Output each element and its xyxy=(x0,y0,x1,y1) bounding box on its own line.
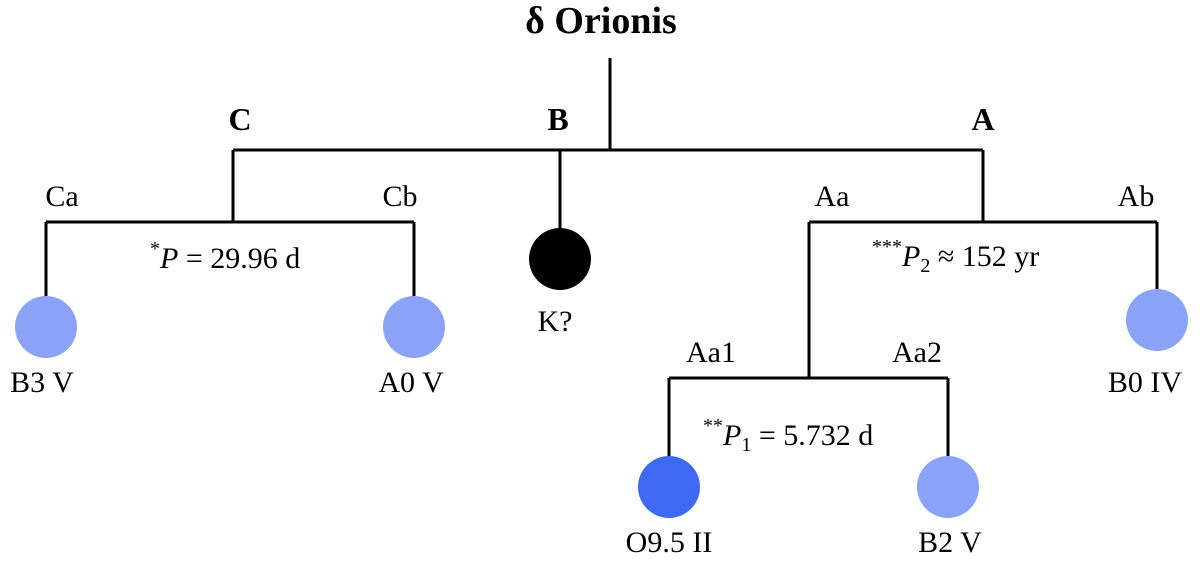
star-aa1-circle xyxy=(638,456,700,518)
component-label-cb: Cb xyxy=(382,180,417,213)
group-label-a: A xyxy=(971,101,994,137)
star-ca-circle xyxy=(15,296,77,358)
group-label-c: C xyxy=(228,101,251,137)
period-label-a: ***P2 ≈ 152 yr xyxy=(872,236,1039,277)
star-aa2-circle xyxy=(917,456,979,518)
spectral-label-ab: B0 IV xyxy=(1108,366,1183,399)
component-label-aa2: Aa2 xyxy=(892,336,942,369)
period-label-c: *P = 29.96 d xyxy=(150,238,300,275)
period-label-aa: **P1 = 5.732 d xyxy=(703,415,873,456)
spectral-label-cb: A0 V xyxy=(378,366,444,399)
component-label-ca: Ca xyxy=(45,180,78,213)
spectral-label-ca: B3 V xyxy=(10,366,74,399)
group-label-b: B xyxy=(547,101,568,137)
component-label-aa: Aa xyxy=(815,180,850,213)
star-b-circle xyxy=(529,228,591,290)
component-label-ab: Ab xyxy=(1118,180,1155,213)
spectral-label-aa1: O9.5 II xyxy=(626,526,713,559)
spectral-label-b: K? xyxy=(538,305,573,338)
star-cb-circle xyxy=(383,296,445,358)
component-label-aa1: Aa1 xyxy=(686,336,736,369)
spectral-label-aa2: B2 V xyxy=(918,526,982,559)
star-ab-circle xyxy=(1126,289,1188,351)
diagram-title: δ Orionis xyxy=(525,0,677,42)
